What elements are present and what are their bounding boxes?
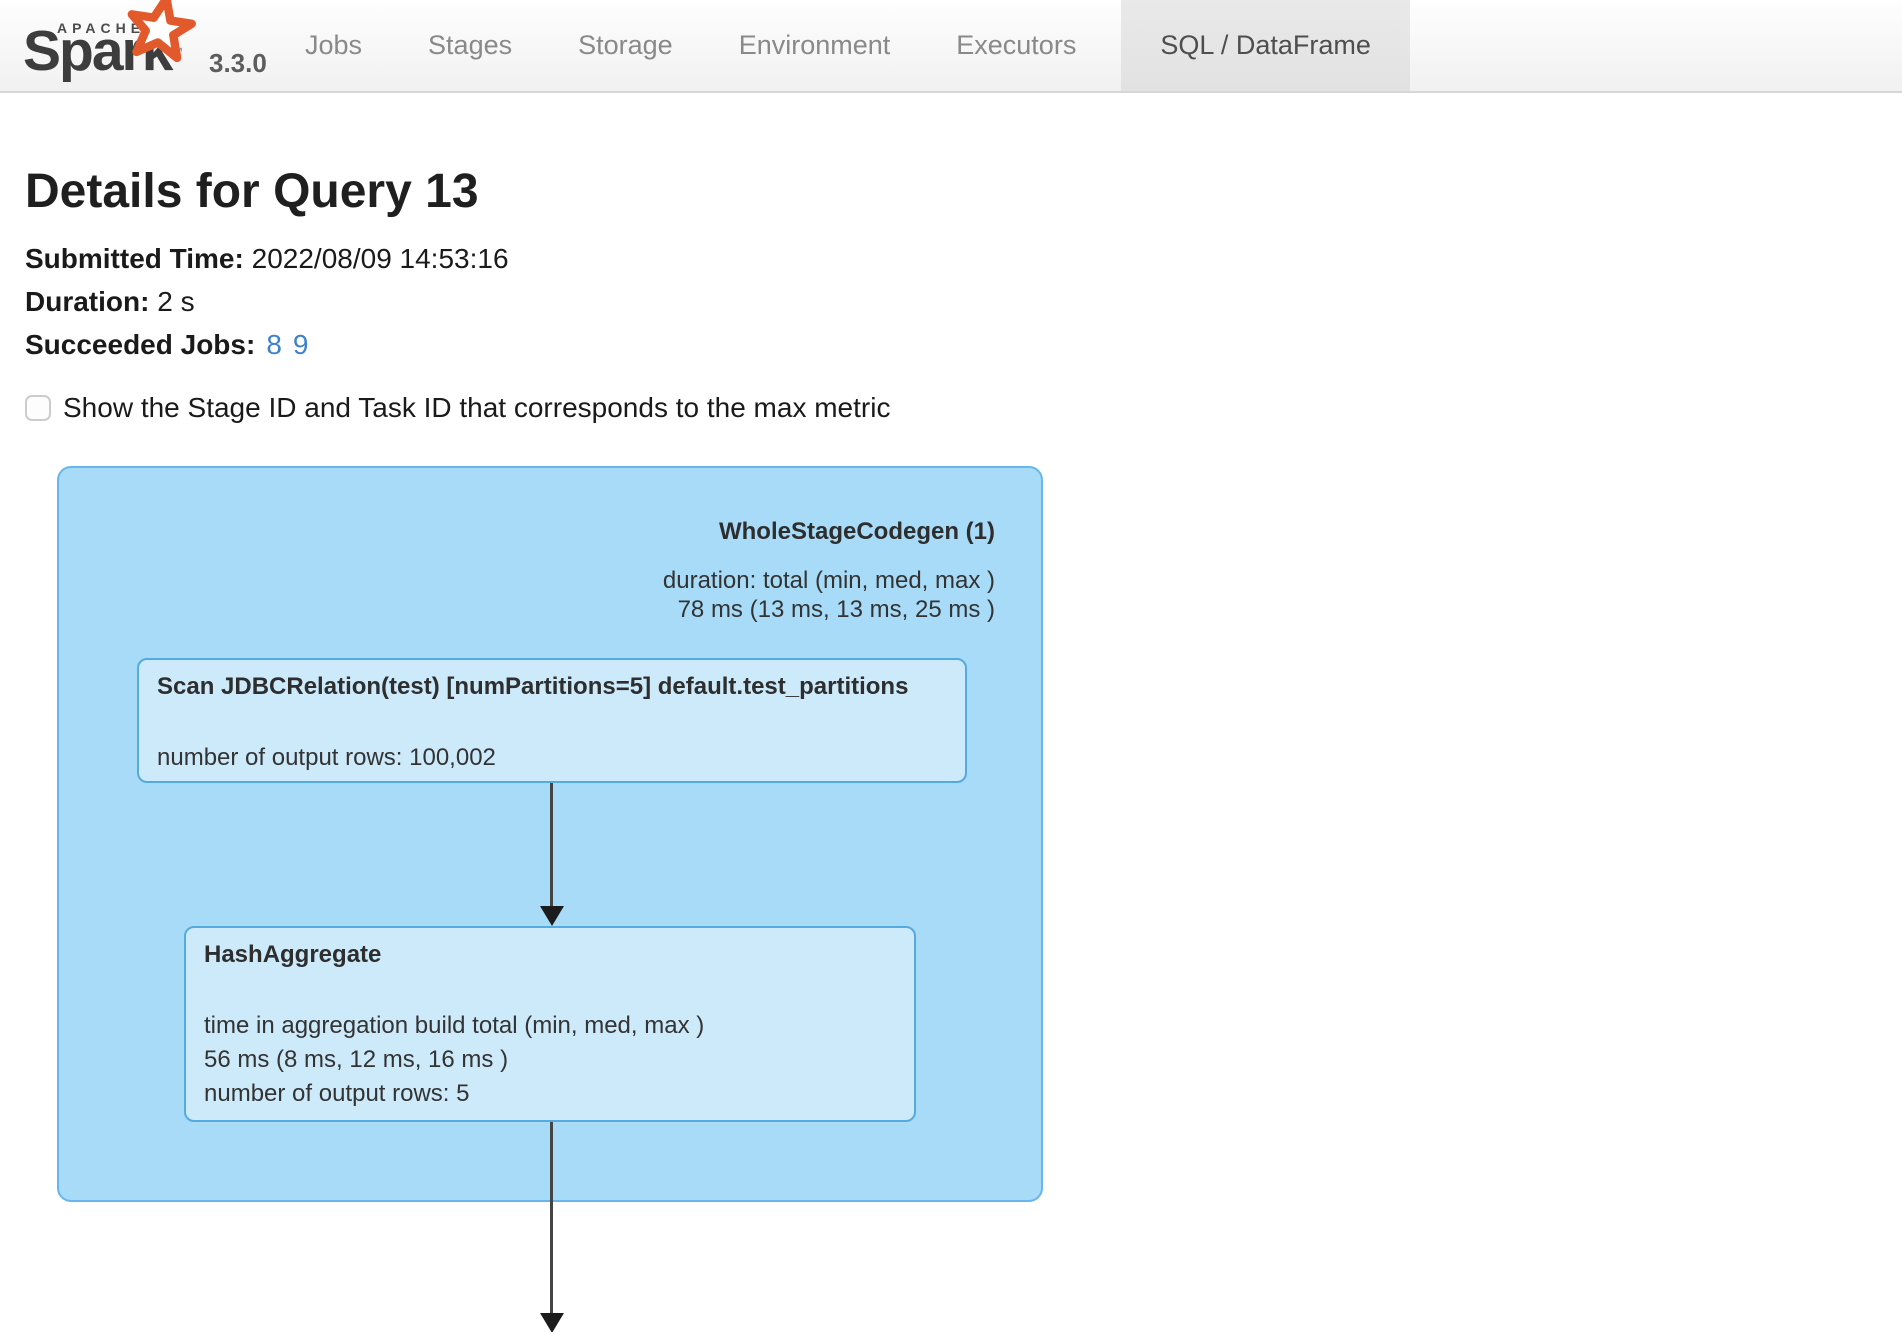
spark-logo[interactable]: Spark™ APACHE 3.3.0 <box>23 0 273 93</box>
hashaggregate-node-metrics: time in aggregation build total (min, me… <box>204 1009 896 1111</box>
hashaggregate-agg-time-values: 56 ms (8 ms, 12 ms, 16 ms ) <box>204 1046 509 1073</box>
tab-sql-dataframe[interactable]: SQL / DataFrame <box>1121 0 1410 91</box>
stage-task-id-checkbox[interactable] <box>25 395 51 421</box>
tab-stages[interactable]: Stages <box>428 30 513 60</box>
submitted-time-row: Submitted Time: 2022/08/09 14:53:16 <box>25 237 1877 280</box>
cluster-title: WholeStageCodegen (1) <box>718 518 995 545</box>
max-metric-toggle-row: Show the Stage ID and Task ID that corre… <box>25 392 1877 424</box>
duration-row: Duration: 2 s <box>25 280 1877 323</box>
hashaggregate-output-rows: number of output rows: 5 <box>204 1080 470 1107</box>
duration-label: Duration: <box>25 286 150 317</box>
hashaggregate-node-title: HashAggregate <box>204 941 382 968</box>
cluster-metrics: duration: total (min, med, max ) 78 ms (… <box>663 566 995 624</box>
apache-label: APACHE <box>57 20 146 36</box>
cluster-duration-values: 78 ms (13 ms, 13 ms, 25 ms ) <box>677 596 995 623</box>
tab-storage[interactable]: Storage <box>578 30 673 60</box>
tab-executors[interactable]: Executors <box>956 30 1077 60</box>
succeeded-jobs-label: Succeeded Jobs: <box>25 329 256 360</box>
edge-scan-to-hashaggregate <box>550 783 553 908</box>
top-navbar: Spark™ APACHE 3.3.0 Jobs Stages Storage … <box>0 0 1902 93</box>
navbar-tabs: Jobs Stages Storage Environment Executor… <box>272 0 1410 91</box>
arrowhead-icon <box>540 906 564 926</box>
duration-value: 2 s <box>157 286 195 317</box>
scan-node-title: Scan JDBCRelation(test) [numPartitions=5… <box>157 673 909 700</box>
arrowhead-icon <box>540 1313 564 1332</box>
job-link-9[interactable]: 9 <box>292 329 309 360</box>
job-link-8[interactable]: 8 <box>266 329 282 360</box>
hashaggregate-agg-time-label: time in aggregation build total (min, me… <box>204 1012 705 1039</box>
edge-hashaggregate-down <box>550 1122 553 1314</box>
query-details: Submitted Time: 2022/08/09 14:53:16 Dura… <box>25 237 1877 366</box>
submitted-time-value: 2022/08/09 14:53:16 <box>251 243 509 274</box>
scan-node-metrics: number of output rows: 100,002 <box>157 741 947 775</box>
stage-task-id-checkbox-label: Show the Stage ID and Task ID that corre… <box>63 392 891 423</box>
tab-jobs[interactable]: Jobs <box>305 30 363 60</box>
page-content: Details for Query 13 Submitted Time: 202… <box>0 95 1902 424</box>
submitted-time-label: Submitted Time: <box>25 243 244 274</box>
hashaggregate-node: HashAggregate time in aggregation build … <box>184 926 916 1122</box>
spark-star-icon <box>121 0 199 73</box>
scan-jdbcrelation-node: Scan JDBCRelation(test) [numPartitions=5… <box>137 658 967 783</box>
scan-output-rows: number of output rows: 100,002 <box>157 744 496 771</box>
tab-environment[interactable]: Environment <box>738 30 891 60</box>
cluster-duration-label: duration: total (min, med, max ) <box>662 567 995 594</box>
page-title: Details for Query 13 <box>25 165 479 218</box>
cluster-label: WholeStageCodegen (1) duration: total (m… <box>663 518 995 624</box>
spark-version: 3.3.0 <box>209 48 267 78</box>
